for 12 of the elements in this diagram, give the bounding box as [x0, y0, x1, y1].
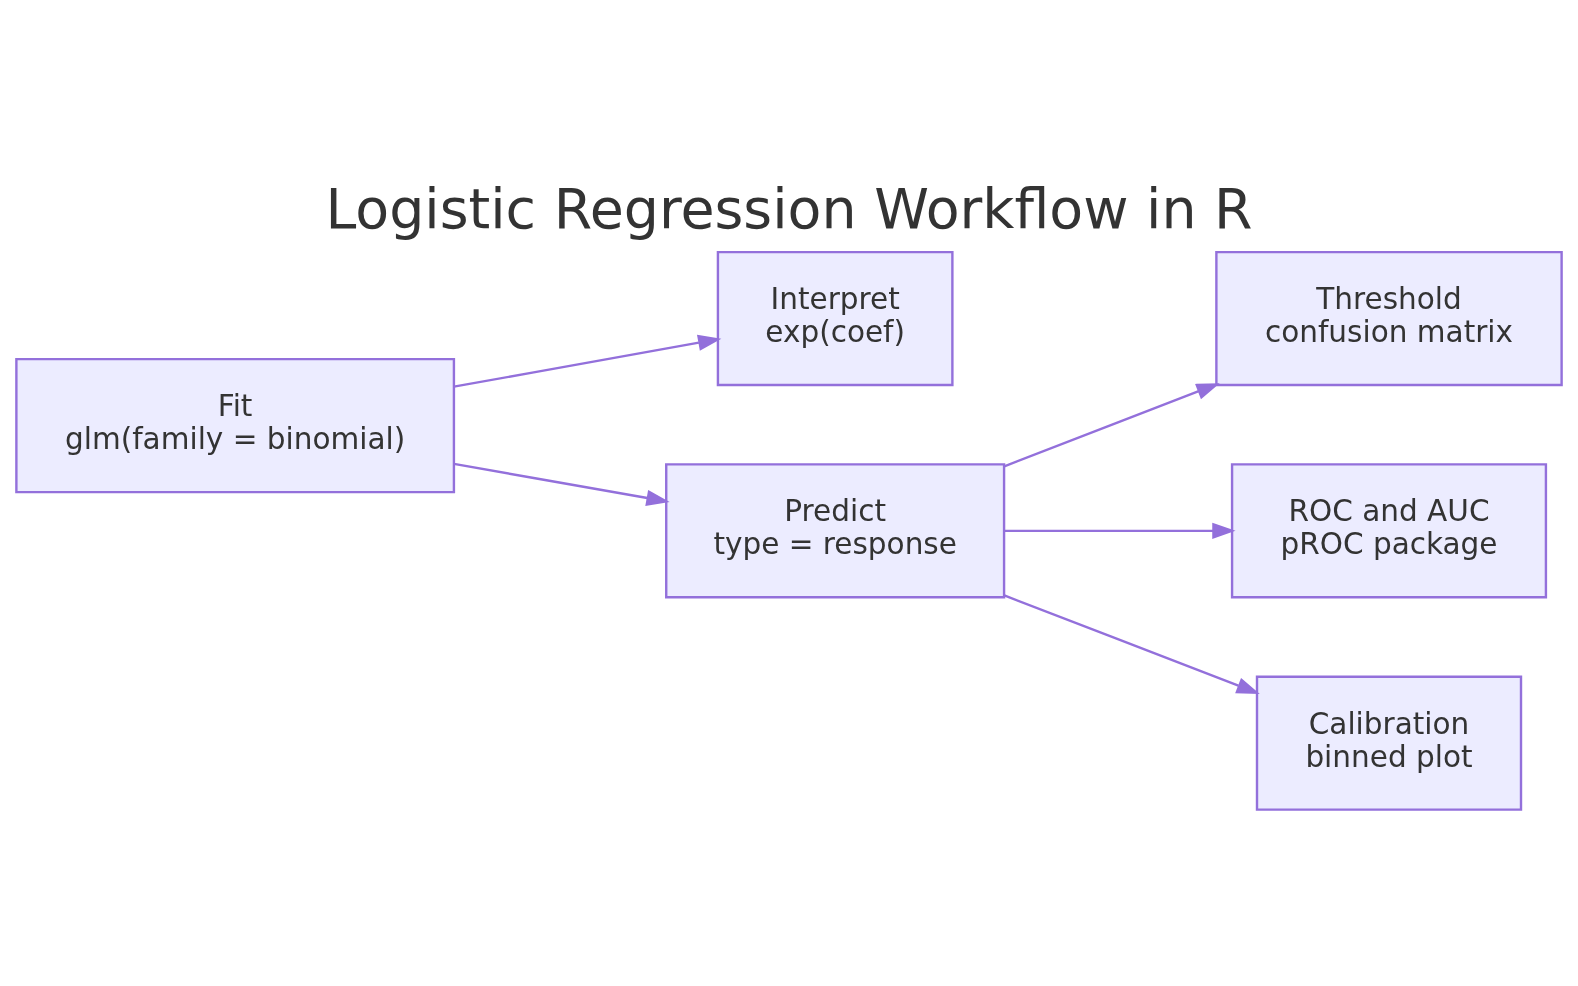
node-box: Calibration binned plot — [1255, 675, 1523, 811]
arrow — [453, 334, 722, 388]
diagram-title: Logistic Regression Workflow in R — [325, 177, 1253, 242]
node-box: Interpret exp(coef) — [716, 250, 954, 387]
arrow — [1003, 383, 1220, 468]
arrow — [453, 462, 670, 506]
node-box: Threshold confusion matrix — [1215, 250, 1563, 387]
arrow — [1003, 594, 1260, 694]
node-box: ROC and AUC pROC package — [1230, 463, 1548, 599]
arrow — [1004, 522, 1236, 539]
node-box: Predict type = response — [665, 463, 1006, 599]
node-box: Fit glm(family = binomial) — [15, 357, 456, 494]
